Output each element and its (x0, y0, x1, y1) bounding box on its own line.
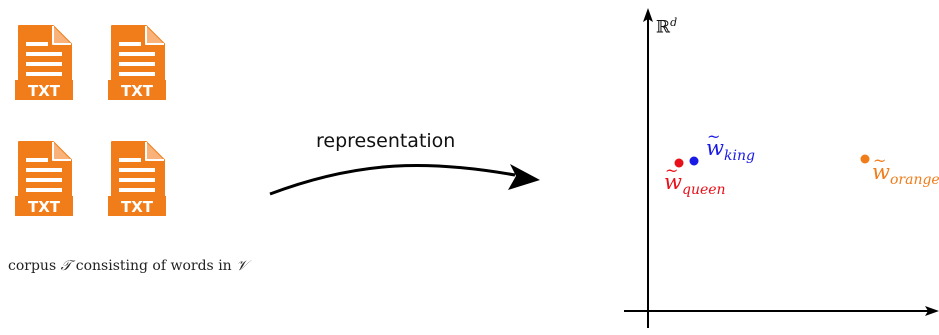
vocab-symbol: 𝒱 (236, 258, 248, 274)
representation-arrowhead (508, 164, 540, 190)
point-king (689, 156, 699, 166)
label-queen: ~wqueen (664, 161, 726, 198)
space-exponent: d (670, 16, 678, 29)
txt-file-icon: TXT (13, 138, 75, 218)
representation-arrow (269, 163, 516, 196)
txt-file-icon: TXT (13, 22, 75, 102)
space-label: ℝd (656, 16, 677, 38)
caption-pre: corpus (8, 258, 57, 274)
space-symbol: ℝ (656, 17, 671, 38)
label-orange: ~worange (872, 151, 939, 188)
point-queen (674, 158, 684, 168)
point-orange (860, 154, 870, 164)
corpus-caption: corpus 𝒯 consisting of words in 𝒱 (8, 258, 248, 274)
txt-label: TXT (121, 198, 154, 216)
label-orange-subscript: orange (889, 172, 939, 188)
txt-label: TXT (28, 82, 61, 100)
y-axis-arrowhead (643, 8, 653, 22)
label-king-subscript: king (723, 148, 755, 164)
txt-label: TXT (28, 198, 61, 216)
label-king-base: w (706, 136, 724, 160)
label-king: ~wking (706, 127, 755, 164)
txt-label: TXT (121, 82, 154, 100)
label-queen-base: w (664, 170, 682, 194)
corpus-symbol: 𝒯 (60, 258, 72, 274)
label-orange-base: w (872, 160, 890, 184)
txt-file-icon: TXT (106, 138, 168, 218)
representation-label: representation (316, 130, 456, 152)
x-axis-arrowhead (925, 306, 939, 316)
caption-mid: consisting of words in (75, 258, 232, 274)
txt-file-icon: TXT (106, 22, 168, 102)
label-queen-subscript: queen (681, 182, 726, 198)
